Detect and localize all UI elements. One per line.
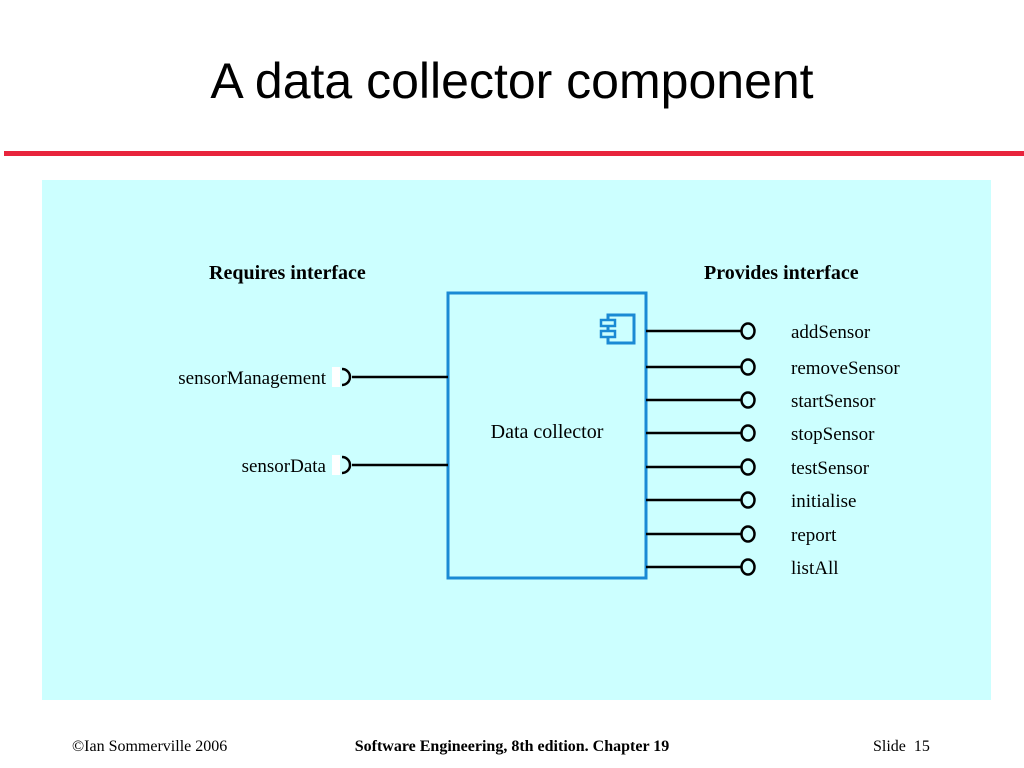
uml-component-icon — [599, 313, 636, 345]
provided-interface-label: initialise — [791, 491, 856, 512]
provided-interface: testSensor — [646, 458, 870, 479]
component-box — [446, 291, 648, 580]
socket-icon — [341, 367, 352, 387]
provided-interface-label: listAll — [791, 558, 839, 579]
component-diagram: Requires interface Provides interface Da… — [178, 262, 900, 580]
lollipop-icon — [740, 391, 756, 409]
provided-interface: stopSensor — [646, 424, 875, 445]
provides-interface-label: Provides interface — [704, 262, 859, 284]
provided-interface-label: testSensor — [791, 458, 870, 479]
provided-interface: startSensor — [646, 391, 876, 412]
socket-marker — [332, 455, 340, 475]
lollipop-icon — [740, 558, 756, 576]
provided-interface-label: report — [791, 525, 837, 546]
provided-interface: listAll — [646, 558, 839, 579]
provided-interface-label: addSensor — [791, 322, 871, 343]
socket-marker — [332, 367, 340, 387]
socket-icon — [341, 455, 352, 475]
required-interfaces: sensorManagement sensorData — [178, 367, 448, 477]
provided-interface-label: startSensor — [791, 391, 876, 412]
footer-copyright: ©Ian Sommerville 2006 — [72, 738, 228, 755]
lollipop-icon — [740, 458, 756, 476]
provided-interface: removeSensor — [646, 358, 900, 379]
slide-title: A data collector component — [210, 53, 814, 109]
lollipop-icon — [740, 424, 756, 442]
slide-label: Slide — [873, 738, 906, 755]
lollipop-icon — [740, 322, 756, 340]
provided-interface: initialise — [646, 491, 856, 512]
required-interface-label: sensorData — [242, 456, 327, 477]
required-interface: sensorData — [242, 455, 448, 477]
required-interface: sensorManagement — [178, 367, 448, 389]
provided-interface-label: removeSensor — [791, 358, 900, 379]
diagram-panel: Requires interface Provides interface Da… — [42, 180, 991, 700]
lollipop-icon — [740, 358, 756, 376]
slide-number: 15 — [913, 738, 930, 755]
requires-interface-label: Requires interface — [209, 262, 366, 284]
provided-interfaces: addSensor removeSensor startSensor stopSens… — [646, 322, 900, 579]
footer-slide-number: Slide 15 — [873, 738, 930, 756]
lollipop-icon — [740, 491, 756, 509]
provided-interface-label: stopSensor — [791, 424, 875, 445]
title-divider — [4, 151, 1024, 156]
provided-interface: addSensor — [646, 322, 871, 343]
required-interface-label: sensorManagement — [178, 368, 326, 389]
component-name: Data collector — [491, 421, 604, 443]
provided-interface: report — [646, 525, 837, 546]
footer-book-title: Software Engineering, 8th edition. Chapt… — [354, 738, 670, 755]
lollipop-icon — [740, 525, 756, 543]
